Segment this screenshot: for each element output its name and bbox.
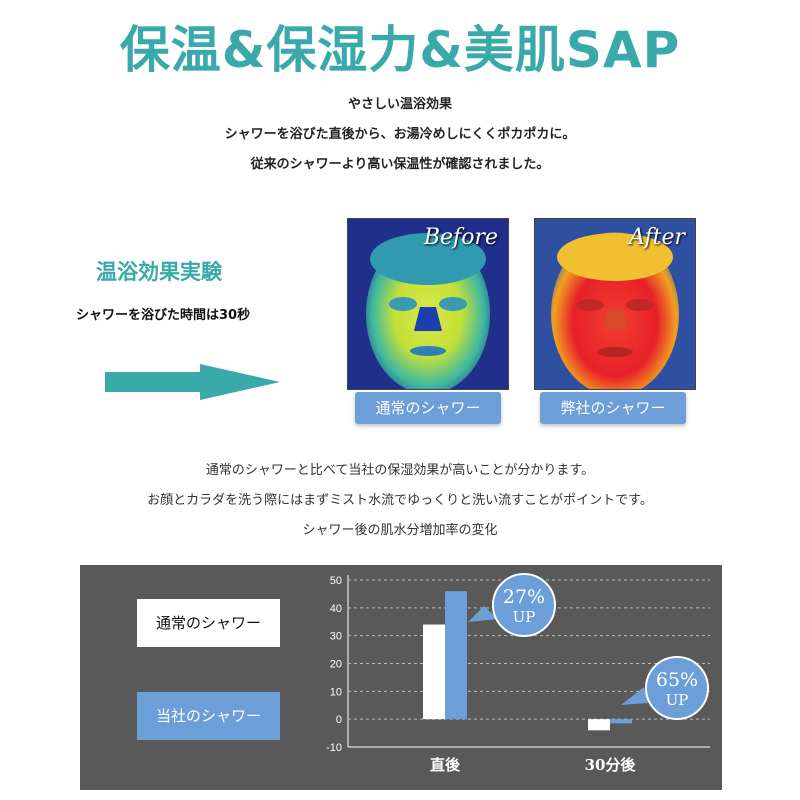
thermal-image-before: Before xyxy=(347,218,509,390)
y-tick-label: 50 xyxy=(330,575,342,587)
legend-our-shower: 当社のシャワー xyxy=(137,692,280,740)
callout-bubble xyxy=(492,573,556,637)
middle-text: 通常のシャワーと比べて当社の保湿効果が高いことが分かります。 お顔とカラダを洗う… xyxy=(0,456,800,546)
x-tick-label: 30分後 xyxy=(585,756,637,774)
y-tick-label: 0 xyxy=(336,714,342,726)
experiment-heading: 温浴効果実験 xyxy=(96,260,222,284)
middle-line-2: お顔とカラダを洗う際にはまずミスト水流でゆっくりと洗い流すことがポイントです。 xyxy=(147,493,653,508)
normal-shower-label: 通常のシャワー xyxy=(355,392,501,424)
y-tick-label: 30 xyxy=(330,631,342,643)
chart-caption: シャワー後の肌水分増加率の変化 xyxy=(302,523,498,538)
callout-tail xyxy=(468,606,498,622)
right-arrow-icon xyxy=(105,364,280,400)
callout-tail xyxy=(621,687,648,705)
x-tick-label: 直後 xyxy=(430,756,461,774)
bar-normal-1 xyxy=(588,719,610,731)
y-tick-label: -10 xyxy=(326,742,342,754)
bar-ours-0 xyxy=(445,591,467,720)
callout-up: UP xyxy=(666,691,689,709)
callout-bubble xyxy=(645,656,709,720)
y-tick-label: 20 xyxy=(330,659,342,671)
y-tick-label: 10 xyxy=(330,686,342,698)
intro-line-1: やさしい温浴効果 xyxy=(347,97,452,112)
page-title: 保温&保湿力&美肌SAP xyxy=(119,21,681,79)
middle-line-1: 通常のシャワーと比べて当社の保湿効果が高いことが分かります。 xyxy=(205,463,595,478)
intro-text: やさしい温浴効果 シャワーを浴びた直後から、お湯冷めしにくくポカポカに。 従来の… xyxy=(0,90,800,180)
after-tag: After xyxy=(628,225,685,250)
y-tick-label: 40 xyxy=(330,603,342,615)
intro-line-3: 従来のシャワーより高い保温性が確認されました。 xyxy=(250,157,550,172)
callout-percent: 27% xyxy=(503,586,545,608)
our-shower-label: 弊社のシャワー xyxy=(540,392,686,424)
thermal-image-after: After xyxy=(534,218,696,390)
bar-ours-1 xyxy=(610,719,632,724)
experiment-condition: シャワーを浴びた時間は30秒 xyxy=(76,308,251,323)
legend-normal-shower: 通常のシャワー xyxy=(137,599,280,647)
callout-percent: 65% xyxy=(656,669,698,691)
bar-normal-0 xyxy=(423,624,445,720)
before-tag: Before xyxy=(423,225,498,250)
callout-up: UP xyxy=(513,608,536,626)
intro-line-2: シャワーを浴びた直後から、お湯冷めしにくくポカポカに。 xyxy=(224,127,576,142)
